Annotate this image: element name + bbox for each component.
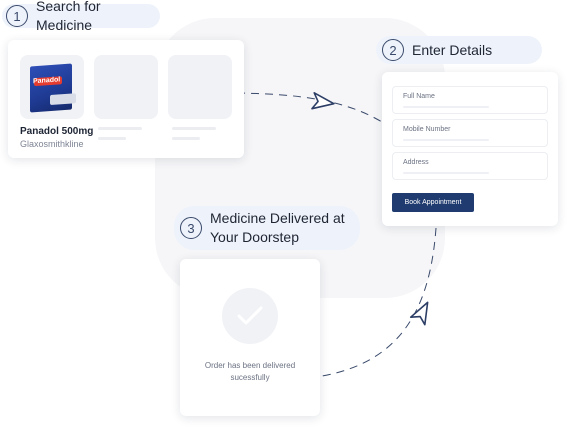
step-3-pill: 3 Medicine Delivered at Your Doorstep <box>174 206 360 250</box>
placeholder-line <box>172 127 216 130</box>
full-name-field[interactable]: Full Name <box>392 86 548 114</box>
step-1-label: Search for Medicine <box>36 0 101 33</box>
delivery-confirmation-card: Order has been delivered sucessfully <box>180 259 320 416</box>
address-field[interactable]: Address <box>392 152 548 180</box>
check-icon <box>237 306 263 325</box>
placeholder-line <box>98 137 126 140</box>
field-label: Mobile Number <box>403 126 451 133</box>
panadol-box-image: Panadol <box>30 63 76 113</box>
medicine-search-card[interactable]: Panadol Panadol 500mg Glaxosmithkline <box>8 40 244 158</box>
step-1-number: 1 <box>6 5 28 27</box>
step-1-pill: 1 Search for Medicine <box>2 0 160 33</box>
step-2-label: Enter Details <box>412 41 493 58</box>
field-label: Address <box>403 159 429 166</box>
details-form-card: Full Name Mobile Number Address Book App… <box>382 72 558 226</box>
step-3-label: Medicine Delivered at Your Doorstep <box>210 210 345 245</box>
medicine-name: Panadol 500mg <box>20 126 94 137</box>
step-3-number: 3 <box>180 217 202 239</box>
medicine-maker: Glaxosmithkline <box>20 139 84 149</box>
medicine-tile-panadol[interactable]: Panadol <box>20 55 84 119</box>
field-label: Full Name <box>403 93 435 100</box>
medicine-tile-placeholder[interactable] <box>168 55 232 119</box>
connector-2-3 <box>321 227 437 377</box>
step-2-number: 2 <box>382 39 404 61</box>
mobile-number-field[interactable]: Mobile Number <box>392 119 548 147</box>
connector-1-2 <box>236 92 383 123</box>
medicine-tile-placeholder[interactable] <box>94 55 158 119</box>
step-2-pill: 2 Enter Details <box>376 36 542 64</box>
placeholder-line <box>172 137 200 140</box>
placeholder-line <box>98 127 142 130</box>
paper-plane-arrow-icon <box>409 301 429 326</box>
check-circle <box>222 288 278 344</box>
book-appointment-button[interactable]: Book Appointment <box>392 193 474 212</box>
paper-plane-arrow-icon <box>311 92 335 110</box>
delivered-message: Order has been delivered sucessfully <box>204 361 296 382</box>
